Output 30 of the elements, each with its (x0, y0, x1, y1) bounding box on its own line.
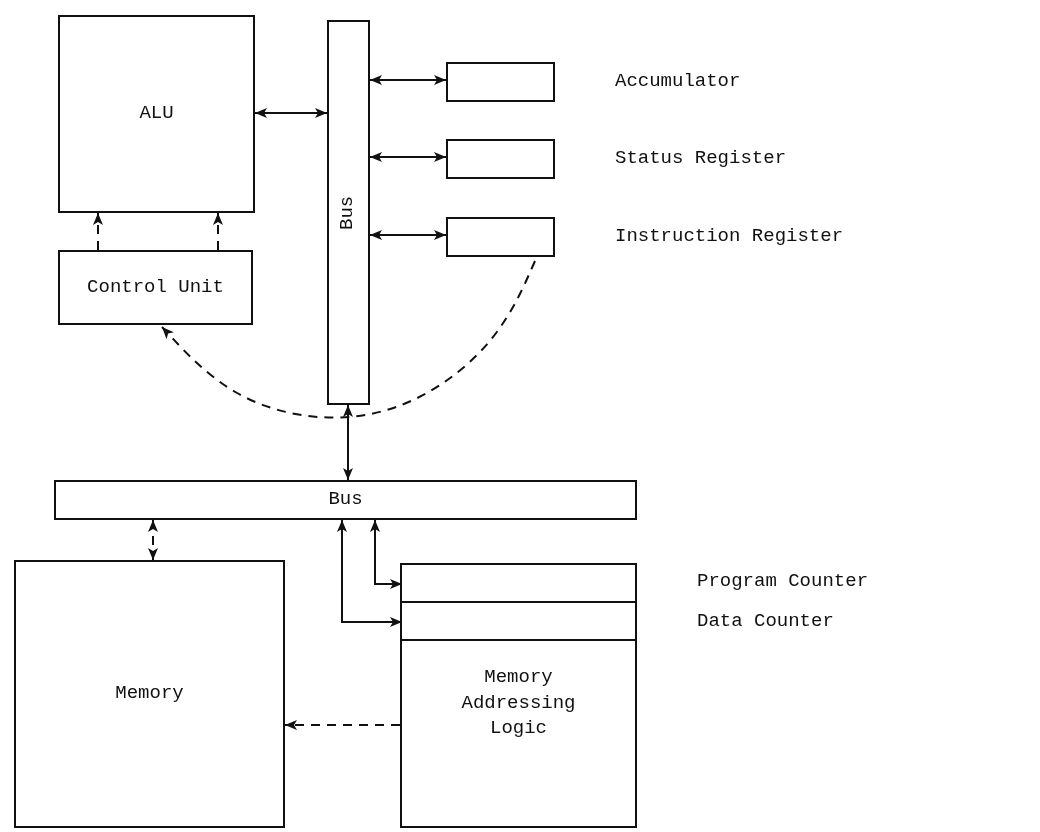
box-label: Memory (115, 681, 184, 707)
alu-box (58, 15, 255, 213)
box-label: ALU (139, 101, 174, 127)
box-label: Memory Addressing Logic (460, 665, 577, 742)
horizontal-bus-bar (54, 480, 637, 520)
arrow (343, 404, 353, 481)
arrow (369, 230, 447, 240)
memory-box (14, 560, 285, 828)
dashed-arrow (213, 212, 223, 251)
vertical-bus-bar (327, 20, 370, 405)
register-label: Status Register (615, 147, 787, 169)
register-label: Instruction Register (615, 225, 844, 247)
register-box (446, 139, 555, 179)
dashed-arrow (93, 212, 103, 251)
register-label: Data Counter (697, 610, 834, 632)
memory-addressing-logic-box (400, 563, 637, 828)
register-label: Program Counter (697, 570, 869, 592)
box-label: Control Unit (87, 274, 224, 300)
arrow (369, 152, 447, 162)
arrow (254, 108, 328, 118)
box-label: Bus (328, 487, 363, 513)
dashed-arrow (284, 720, 401, 730)
dashed-arrow (148, 519, 158, 561)
register-box (446, 62, 555, 102)
dashed-arrow (161, 260, 536, 419)
arrow (369, 75, 447, 85)
box-label: Bus (335, 195, 360, 230)
control-unit-box (58, 250, 253, 325)
register-label: Accumulator (615, 70, 741, 92)
register-box (446, 217, 555, 257)
